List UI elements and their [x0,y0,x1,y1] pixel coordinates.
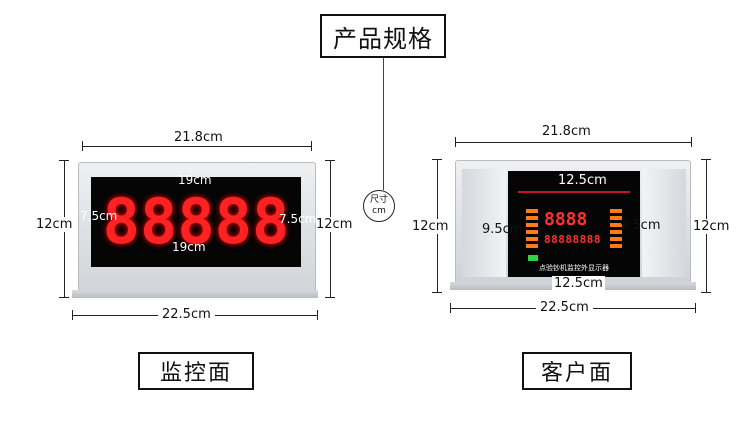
customer-right-bezel [642,169,686,277]
monitor-led-digits: 88888 [102,185,290,258]
customer-device: 8888 88888888 点验钞机监控外显示器 [455,160,691,284]
customer-top-dim-tick-right [691,137,692,147]
customer-bottom-dim-tick-left [450,303,451,313]
page-title: 产品规格 [320,14,446,58]
customer-right-dim-tick-bottom [701,292,711,293]
monitor-screen-top-width: 19cm [178,173,212,187]
customer-led-main: 8888 [544,209,588,230]
monitor-top-dim-tick-left [82,141,83,151]
customer-screen-height-right: 9.5cm [620,218,661,233]
monitor-right-dim-tick-top [325,160,335,161]
customer-bottom-width: 22.5cm [536,300,593,315]
monitor-bottom-dim-tick-left [72,310,73,320]
monitor-screen: 88888 [91,177,301,267]
monitor-label: 监控面 [138,352,254,390]
customer-top-width: 21.8cm [538,124,595,139]
customer-right-dim-tick-top [701,159,711,160]
customer-screen-height-left: 9.5cm [482,222,523,237]
unit-badge: 尺寸 cm [363,190,395,222]
monitor-panel: 21.8cm 12cm 12cm 88888 19cm 19cm 7.5cm 7… [36,130,353,390]
monitor-base [72,290,318,298]
monitor-device: 88888 [78,162,316,298]
monitor-bottom-width: 22.5cm [158,307,215,322]
customer-panel: 21.8cm 12cm 12cm 8888 88888888 点验钞机监控外显示… [380,0,750,445]
monitor-top-width: 21.8cm [170,130,227,145]
monitor-bottom-dim-tick-right [317,310,318,320]
customer-label: 客户面 [522,352,632,390]
customer-screen-bottom-width: 12.5cm [552,276,605,291]
connector-line [383,58,384,190]
customer-led-green [528,255,538,261]
monitor-top-dim-line [82,146,312,147]
customer-bottom-dim-tick-right [695,303,696,313]
monitor-left-dim-tick-bottom [59,297,69,298]
customer-led-indicators-left [526,209,538,249]
monitor-height-right: 12cm [316,217,353,232]
customer-left-dim-tick-top [432,159,442,160]
customer-top-dim-tick-left [455,137,456,147]
monitor-led-display: 88888 [91,191,301,253]
monitor-screen-height-left: 7.5cm [80,209,118,223]
monitor-right-dim-tick-bottom [325,297,335,298]
customer-led-indicators-right [610,209,622,249]
customer-panel-caption: 点验钞机监控外显示器 [539,264,609,272]
monitor-top-dim-tick-right [311,141,312,151]
customer-left-bezel [462,169,506,277]
customer-left-dim-tick-bottom [432,292,442,293]
monitor-screen-height-right: 7.5cm [279,212,317,226]
customer-height-right: 12cm [693,219,730,234]
customer-screen: 8888 88888888 点验钞机监控外显示器 [508,171,640,277]
monitor-left-dim-tick-top [59,160,69,161]
customer-screen-redline [518,191,630,193]
customer-top-dim-line [455,142,692,143]
customer-led-sub: 88888888 [544,233,601,246]
monitor-screen-bottom-width: 19cm [172,240,206,254]
customer-screen-top-width: 12.5cm [558,173,607,188]
monitor-height-left: 12cm [36,217,73,232]
customer-height-left: 12cm [412,219,449,234]
